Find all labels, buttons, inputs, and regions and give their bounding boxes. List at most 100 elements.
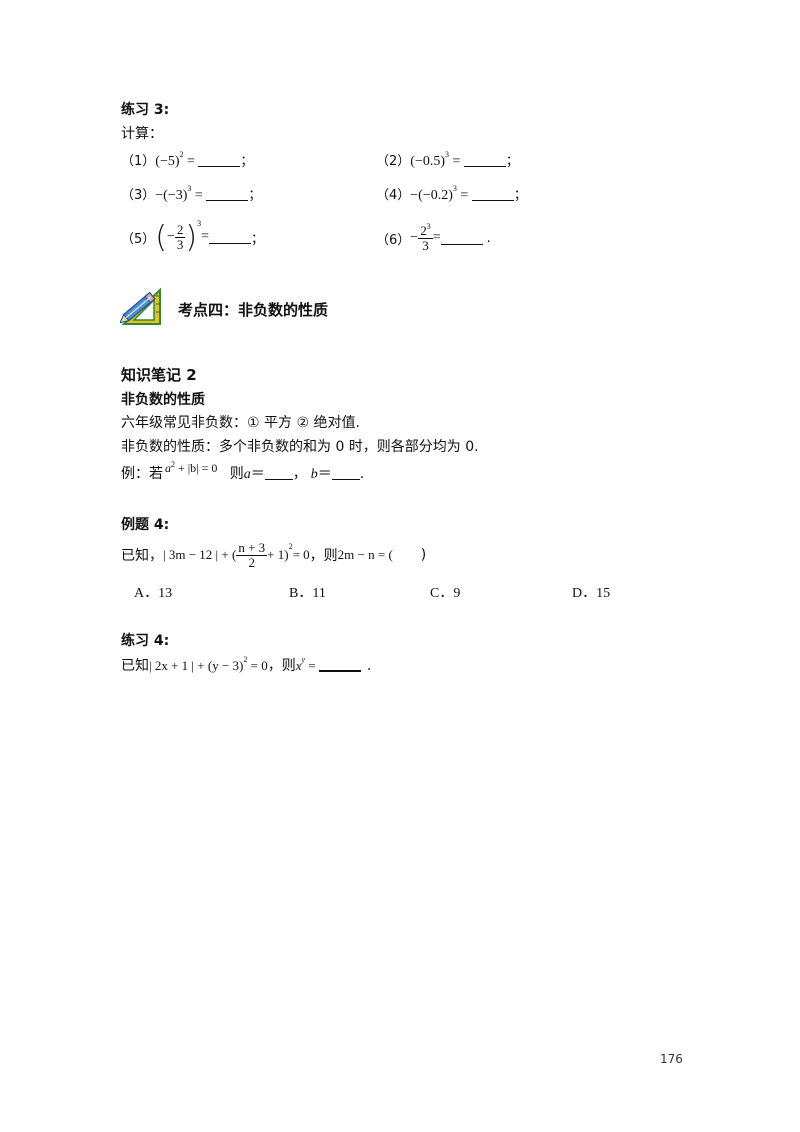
question-target: 2m − n = ( bbox=[337, 547, 393, 562]
item-number: （2） bbox=[376, 154, 411, 169]
practice3-item-6: （6） − 23 3 = . bbox=[376, 218, 491, 258]
example-end: . bbox=[359, 466, 365, 482]
note-line-2: 非负数的性质：多个非负数的和为 0 时，则各部分均为 0. bbox=[121, 439, 479, 455]
option-c[interactable]: C．9 bbox=[430, 586, 461, 601]
question-end: . bbox=[366, 658, 372, 674]
practice4-title: 练习 4: bbox=[121, 633, 170, 649]
numerator-exponent: 3 bbox=[426, 222, 431, 232]
option-b[interactable]: B．11 bbox=[289, 586, 326, 601]
example-a: a bbox=[243, 467, 251, 482]
example4-title: 例题 4: bbox=[121, 517, 170, 533]
pencil-ruler-icon bbox=[119, 284, 164, 326]
item-negative-sign: − bbox=[410, 230, 419, 245]
fraction-numerator: 2 bbox=[174, 221, 186, 238]
item-expression: −(−0.2) bbox=[410, 188, 453, 203]
question-then: ，则 bbox=[267, 658, 296, 674]
question-fraction: n + 3 2 bbox=[236, 539, 268, 570]
fraction-numerator: 23 bbox=[418, 223, 433, 239]
example-prefix: 例：若 bbox=[121, 466, 163, 482]
page-number: 176 bbox=[660, 1052, 683, 1066]
example-b: b bbox=[310, 467, 318, 482]
practice3-title: 练习 3: bbox=[121, 102, 170, 118]
item-end: ； bbox=[505, 154, 519, 169]
item-end: ； bbox=[513, 188, 527, 203]
practice3-item-1: （1）(−5)2 = ； bbox=[121, 150, 253, 170]
question-expression: | 2x + 1 | + (y − 3) bbox=[149, 658, 244, 673]
practice3-item-3: （3）−(−3)3 = ； bbox=[121, 184, 261, 204]
item-expression: (−0.5) bbox=[410, 154, 446, 169]
answer-blank[interactable] bbox=[471, 188, 514, 201]
item-exponent: 3 bbox=[452, 184, 457, 193]
example4-question: 已知， | 3m − 12 | + ( n + 3 2 + 1) 2 = 0 ，… bbox=[121, 536, 426, 574]
question-prefix: 已知 bbox=[121, 658, 149, 674]
item-number: （4） bbox=[376, 188, 411, 203]
item-exponent: 3 bbox=[445, 150, 450, 159]
item-end: . bbox=[486, 230, 491, 246]
question-after-fraction: + 1) bbox=[267, 547, 289, 562]
note-line-1: 六年级常见非负数：① 平方 ② 绝对值. bbox=[121, 415, 360, 431]
numerator-base: 2 bbox=[420, 223, 427, 239]
answer-blank[interactable] bbox=[206, 188, 249, 201]
item-exponent: 3 bbox=[197, 219, 202, 228]
fraction-denominator: 2 bbox=[248, 554, 255, 570]
example-exponent: 2 bbox=[171, 460, 175, 469]
option-d[interactable]: D．15 bbox=[572, 586, 611, 601]
fraction-denominator: 3 bbox=[176, 236, 184, 252]
item-fraction: 2 3 bbox=[174, 221, 186, 252]
target-base: x bbox=[295, 658, 302, 673]
item-equals: = bbox=[449, 154, 464, 169]
example-eq2: ＝ bbox=[317, 466, 332, 482]
question-prefix: 已知， bbox=[121, 548, 163, 564]
question-exponent: 2 bbox=[288, 542, 293, 551]
item-end: ； bbox=[251, 231, 265, 247]
item-equals: = bbox=[191, 188, 207, 203]
option-a[interactable]: A．13 bbox=[134, 586, 173, 601]
item-exponent: 3 bbox=[187, 184, 192, 193]
practice3-item-5: （5） ( − 2 3 ) 3 = ； bbox=[121, 215, 264, 259]
example-eq1: ＝ bbox=[250, 466, 265, 482]
item-expression: −(−3) bbox=[155, 188, 188, 203]
item-equals: = bbox=[432, 230, 441, 245]
question-equals-zero: = 0 bbox=[247, 658, 268, 673]
answer-blank[interactable] bbox=[318, 658, 361, 672]
practice3-item-4: （4）−(−0.2)3 = ； bbox=[376, 184, 527, 204]
question-close: ) bbox=[420, 547, 427, 563]
answer-blank[interactable] bbox=[440, 232, 483, 245]
example-var-a: a bbox=[165, 461, 171, 475]
practice4-question: 已知| 2x + 1 | + (y − 3)2 = 0，则xy = . bbox=[121, 655, 371, 675]
answer-blank-b[interactable] bbox=[331, 467, 360, 480]
item-end: ； bbox=[248, 188, 262, 203]
item-equals: = bbox=[456, 188, 472, 203]
answer-blank[interactable] bbox=[198, 154, 241, 167]
practice3-item-2: （2）(−0.5)3 = ； bbox=[376, 150, 519, 170]
item-number: （5） bbox=[121, 231, 156, 247]
example-expression: + |b| = 0 bbox=[175, 461, 218, 475]
practice3-instruction: 计算： bbox=[121, 126, 163, 142]
question-abs-expression: | 3m − 12 | + ( bbox=[163, 547, 237, 562]
item-expression: (−5) bbox=[155, 154, 180, 169]
note-title: 知识笔记 2 bbox=[121, 366, 197, 384]
item-fraction: 23 3 bbox=[418, 223, 433, 252]
item-equals: = bbox=[201, 229, 210, 244]
example-then: 则 bbox=[229, 466, 244, 482]
note-subtitle: 非负数的性质 bbox=[121, 392, 205, 408]
target-exponent: y bbox=[301, 655, 306, 664]
answer-blank-a[interactable] bbox=[264, 467, 293, 480]
target-equals: = bbox=[305, 658, 319, 673]
item-exponent: 2 bbox=[179, 150, 184, 159]
item-number: （6） bbox=[376, 232, 411, 248]
fraction-numerator: n + 3 bbox=[236, 539, 268, 556]
item-negative-sign: − bbox=[167, 229, 175, 244]
fraction-denominator: 3 bbox=[422, 238, 429, 253]
question-exponent: 2 bbox=[243, 655, 248, 664]
left-paren: ( bbox=[155, 219, 167, 255]
answer-blank[interactable] bbox=[463, 154, 506, 167]
answer-blank[interactable] bbox=[209, 231, 252, 244]
item-equals: = bbox=[183, 154, 199, 169]
item-end: ； bbox=[240, 154, 254, 169]
item-number: （3） bbox=[121, 188, 156, 203]
item-number: （1） bbox=[121, 154, 156, 169]
example-comma: ， bbox=[292, 466, 307, 482]
question-then: ，则 bbox=[309, 548, 338, 564]
